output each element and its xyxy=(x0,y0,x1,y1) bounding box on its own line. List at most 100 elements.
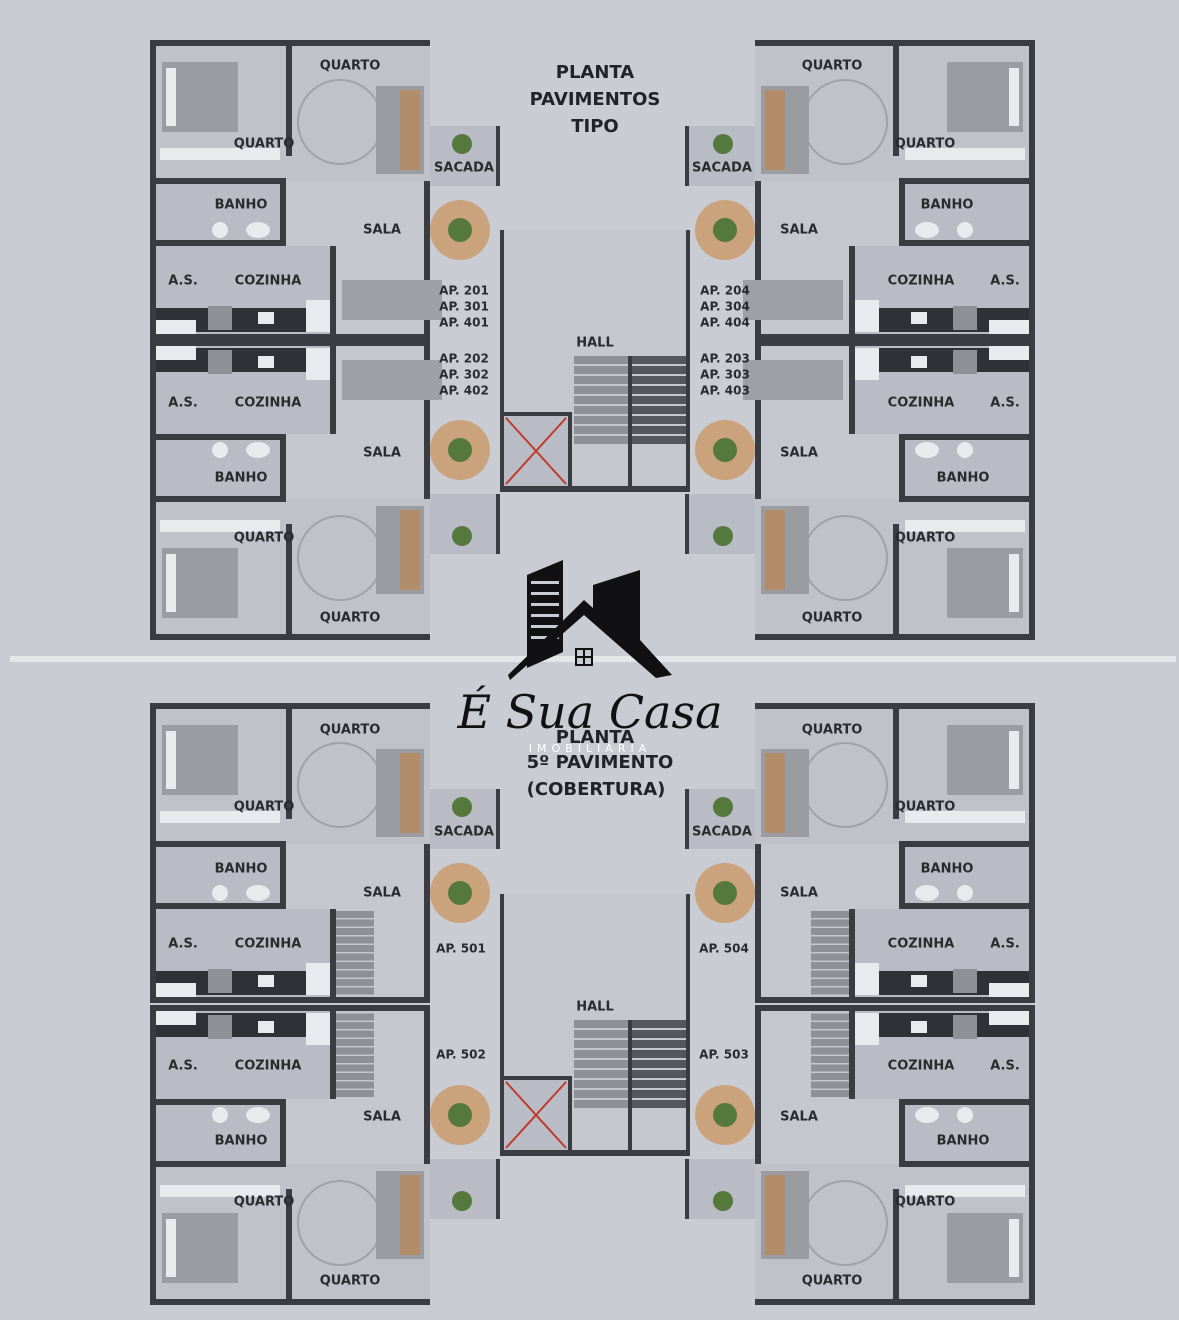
stove-icon xyxy=(953,306,977,330)
stair-step xyxy=(336,1056,374,1063)
headboard-icon xyxy=(765,90,785,170)
interior-wall xyxy=(849,246,855,334)
stair-divider xyxy=(628,356,632,488)
stair-step xyxy=(336,928,374,935)
apartment-label: AP. 401 xyxy=(439,316,489,330)
pillow-icon xyxy=(1009,731,1019,789)
balcony-rail xyxy=(685,1159,689,1219)
sofa-icon xyxy=(743,360,843,400)
stove-icon xyxy=(208,306,232,330)
plant-icon xyxy=(448,881,472,905)
sink-icon xyxy=(911,356,927,368)
plant-icon xyxy=(448,1103,472,1127)
plant-icon xyxy=(452,526,472,546)
title-top-line-2: PAVIMENTOS xyxy=(530,89,661,110)
apartment-unit xyxy=(150,40,500,340)
stair-step xyxy=(811,1056,849,1063)
interior-wall xyxy=(899,434,1029,440)
interior-wall xyxy=(156,1161,286,1167)
apartment-unit xyxy=(685,703,1035,1003)
interior-wall xyxy=(899,1099,1029,1105)
interior-wall xyxy=(156,903,286,909)
toilet-icon xyxy=(957,1107,973,1123)
fridge-icon xyxy=(306,1013,332,1045)
wardrobe-icon xyxy=(160,148,280,160)
pillow-icon xyxy=(166,731,176,789)
wardrobe-icon xyxy=(160,520,280,532)
interior-wall xyxy=(899,903,1029,909)
balcony-rail xyxy=(685,126,689,186)
apartment-label: AP. 203 xyxy=(700,352,750,366)
stair-step xyxy=(574,1020,630,1028)
stair-step xyxy=(336,911,374,918)
sink-icon xyxy=(258,356,274,368)
stair-step xyxy=(811,945,849,952)
pillow-icon xyxy=(166,68,176,126)
interior-wall xyxy=(156,1099,286,1105)
toilet-icon xyxy=(957,885,973,901)
balcony-rail xyxy=(496,126,500,186)
interior-wall xyxy=(899,1101,905,1161)
headboard-icon xyxy=(400,753,420,833)
stair-step xyxy=(811,1047,849,1055)
stair-step xyxy=(811,919,849,927)
plant-icon xyxy=(713,526,733,546)
stair-divider xyxy=(628,1020,632,1152)
central-core xyxy=(500,230,690,492)
toilet-icon xyxy=(212,885,228,901)
apartment-label: AP. 503 xyxy=(699,1048,749,1062)
toilet-icon xyxy=(212,222,228,238)
stair-step xyxy=(811,979,849,986)
interior-wall xyxy=(330,1011,336,1099)
laundry-icon xyxy=(989,320,1029,334)
sofa-icon xyxy=(342,280,442,320)
sink-icon xyxy=(246,222,270,238)
pillow-icon xyxy=(1009,1219,1019,1277)
balcony-rail xyxy=(685,789,689,849)
laundry-icon xyxy=(156,320,196,334)
balcony-rail xyxy=(685,494,689,554)
interior-wall xyxy=(156,178,286,184)
sink-icon xyxy=(246,885,270,901)
title-top-line-1: PLANTA xyxy=(556,62,635,83)
stair-step xyxy=(632,396,686,404)
logo-house-roof xyxy=(508,570,672,680)
hall-label-bottom: HALL xyxy=(576,1000,614,1015)
interior-wall xyxy=(893,524,899,634)
plant-icon xyxy=(713,797,733,817)
interior-wall xyxy=(899,240,1029,246)
company-logo: É Sua Casa IMOBILIÁRIA xyxy=(456,560,723,755)
interior-wall xyxy=(893,709,899,819)
stair-step xyxy=(632,1100,686,1108)
stair-step xyxy=(336,1030,374,1038)
hall-wall xyxy=(500,1150,690,1156)
stair-step xyxy=(574,366,630,374)
plant-icon xyxy=(452,797,472,817)
plant-icon xyxy=(448,218,472,242)
toilet-icon xyxy=(957,442,973,458)
interior-wall xyxy=(156,240,286,246)
interior-wall xyxy=(893,46,899,156)
stair-step xyxy=(811,928,849,935)
stair-step xyxy=(632,1050,686,1058)
plant-icon xyxy=(713,881,737,905)
wardrobe-icon xyxy=(905,811,1025,823)
headboard-icon xyxy=(765,510,785,590)
laundry-icon xyxy=(989,1011,1029,1025)
interior-wall xyxy=(899,178,1029,184)
sink-icon xyxy=(915,1107,939,1123)
interior-wall xyxy=(899,436,905,496)
stair-step xyxy=(632,376,686,384)
stair-step xyxy=(811,970,849,978)
sink-icon xyxy=(915,442,939,458)
apartment-label: AP. 204 xyxy=(700,284,750,298)
stair-step xyxy=(632,356,686,364)
laundry-icon xyxy=(156,346,196,360)
logo-name: É Sua Casa xyxy=(456,684,722,739)
sink-icon xyxy=(911,312,927,324)
laundry-icon xyxy=(156,983,196,997)
apartment-label: AP. 303 xyxy=(700,368,750,382)
interior-wall xyxy=(286,709,292,819)
sink-icon xyxy=(246,1107,270,1123)
laundry-icon xyxy=(989,983,1029,997)
